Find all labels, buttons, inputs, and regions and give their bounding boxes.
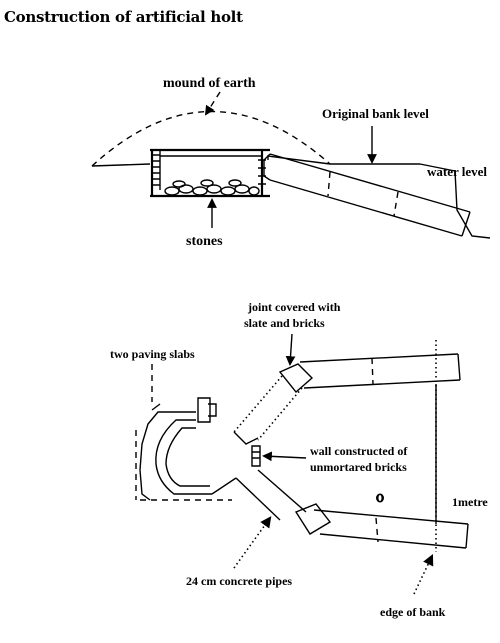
upper-pipe-joint	[371, 357, 374, 385]
upper-pipe-end	[457, 353, 461, 381]
lower-pipe-bottom	[319, 533, 467, 549]
entrance-pipe-bottom	[269, 179, 463, 237]
label-joint-2: slate and bricks	[244, 316, 325, 330]
chamber-inner-arc	[155, 419, 212, 495]
upper-pipe-top	[299, 353, 459, 363]
label-edge-of-bank: edge of bank	[380, 605, 446, 619]
lower-pipe-top	[313, 509, 469, 525]
stones-layer	[164, 179, 260, 196]
pipe-joints	[327, 171, 399, 217]
label-water-level: water level	[427, 164, 487, 179]
mound-outline	[91, 110, 331, 167]
entrance-pipe-top	[269, 153, 471, 213]
label-scale: 1metre	[452, 495, 488, 509]
entrance-pipe-start	[263, 153, 271, 181]
chamber-left-bricks	[152, 154, 160, 186]
brick-wall	[251, 445, 261, 467]
label-mound: mound of earth	[163, 76, 256, 91]
brick-wall-lines	[252, 451, 260, 459]
entrance-pipe-end	[461, 211, 471, 237]
arrow-joint	[285, 333, 296, 366]
chamber-wall-dashes	[135, 430, 232, 501]
upper-angled-end	[233, 431, 259, 445]
paving-slab-1	[197, 397, 211, 423]
label-wall-2: unmortared bricks	[310, 460, 407, 474]
lower-pipe-end	[465, 523, 469, 549]
label-paving-slabs: two paving slabs	[110, 347, 195, 361]
arrow-mound	[204, 91, 221, 116]
plan-view: 1metre joint covered with slate and bric…	[110, 300, 488, 619]
slab-edge-left	[151, 403, 161, 411]
paving-slab-2	[208, 403, 217, 417]
bank-slope	[454, 170, 491, 239]
diagram-title: Construction of artificial holt	[4, 8, 243, 26]
upper-angled-pipe-a	[233, 375, 283, 433]
upper-joint-box	[278, 363, 314, 394]
lower-angled-pipe-a	[235, 477, 281, 521]
label-joint-1: joint covered with	[247, 300, 341, 314]
label-wall-1: wall constructed of	[310, 444, 408, 458]
lower-joint-box	[294, 503, 332, 535]
lower-angled-pipe-b	[257, 469, 307, 513]
chamber-outer	[139, 411, 196, 501]
arrow-edge-of-bank	[413, 553, 434, 595]
chamber-inner-arc-2	[165, 427, 210, 487]
original-bank-line	[267, 155, 420, 165]
ground-left	[91, 163, 151, 167]
upper-pipe-bottom	[303, 379, 461, 389]
arrow-wall	[262, 451, 307, 462]
label-bank-level: Original bank level	[322, 106, 429, 121]
chamber-right-bricks	[258, 159, 266, 185]
section-view: mound of earth Original bank level water…	[91, 76, 491, 249]
lower-pipe-joint	[375, 517, 379, 543]
lower-pipe-side	[211, 477, 237, 495]
label-pipes: 24 cm concrete pipes	[186, 574, 292, 588]
arrow-pipes	[233, 516, 272, 569]
upper-angled-pipe-b	[257, 387, 303, 441]
label-stones: stones	[186, 234, 223, 249]
water-surface	[419, 163, 456, 172]
